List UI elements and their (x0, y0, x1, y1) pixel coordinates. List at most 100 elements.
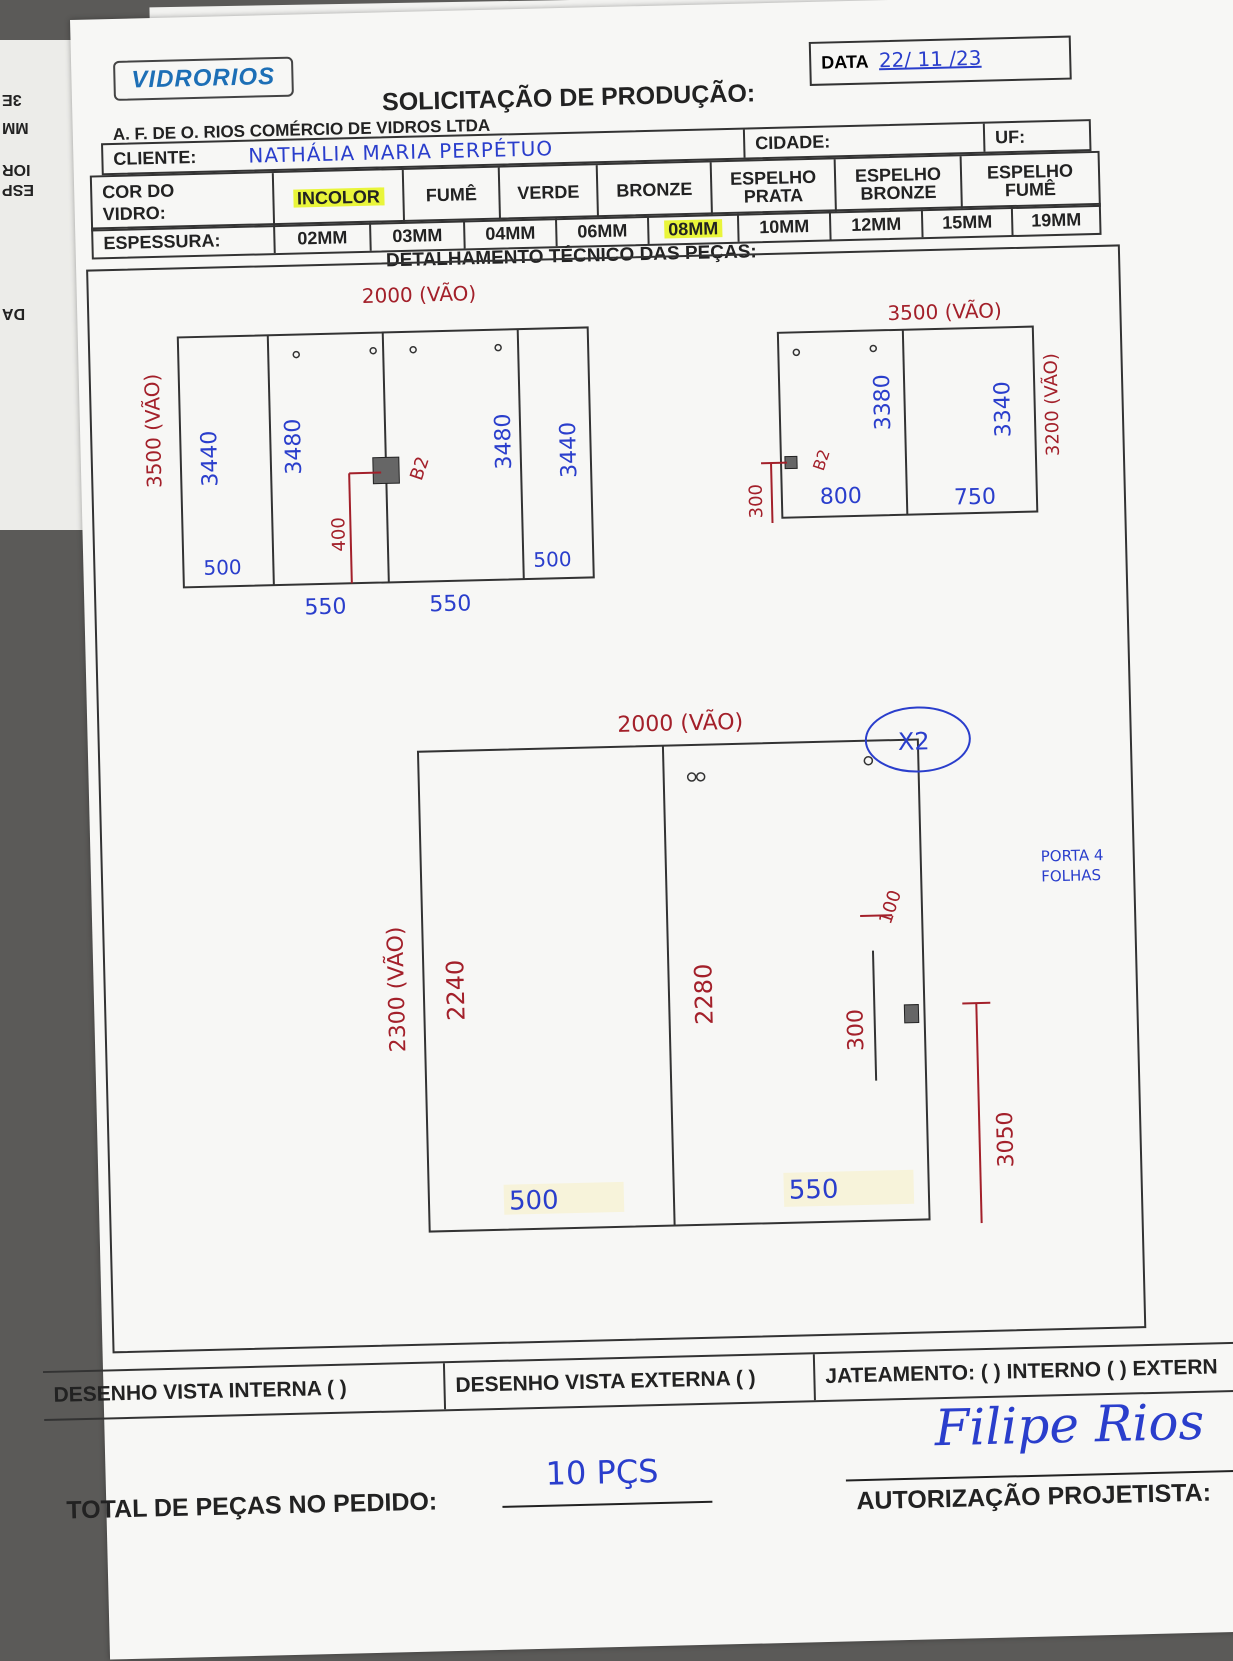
date-box: DATA 22/ 11 /23 (808, 35, 1072, 86)
total-pieces-value: 10 PÇS (545, 1452, 659, 1493)
authorization-label: AUTORIZAÇÃO PROJETISTA: (856, 1478, 1212, 1516)
sketch3-side: 2300 (VÃO) (381, 926, 411, 1052)
sketch3-top: 2000 (VÃO) (617, 708, 743, 738)
dimension-line (860, 914, 893, 917)
date-label: DATA (821, 51, 869, 73)
sketch2-side: 3200 (VÃO) (1039, 353, 1064, 456)
sketch2-w2: 750 (954, 485, 997, 511)
sketch1-side: 3500 (VÃO) (140, 373, 167, 488)
multiplier-circle (864, 706, 971, 773)
client-label: CLIENTE: (113, 146, 197, 169)
color-option-bronze[interactable]: BRONZE (595, 162, 711, 218)
uf-label: UF: (994, 126, 1026, 148)
color-option-espelho-bronze[interactable]: ESPELHO BRONZE (833, 156, 961, 212)
option-external-view[interactable]: DESENHO VISTA EXTERNA ( ) (442, 1354, 814, 1410)
sketch3-h2: 2280 (689, 963, 718, 1025)
color-option-espelho-prata[interactable]: ESPELHO PRATA (709, 159, 835, 215)
sketch1-w1: 500 (203, 555, 242, 580)
sketch3-m3: 3050 (993, 1111, 1019, 1168)
designer-signature: Filipe Rios (933, 1392, 1205, 1458)
dimension-line (962, 1001, 991, 1005)
drill-hole (695, 772, 706, 782)
sketch1-handle-offset: 400 (328, 517, 350, 552)
thickness-08mm[interactable]: 08MM (646, 213, 738, 244)
drill-hole (369, 346, 377, 355)
edge-text: MM (2, 119, 29, 136)
dimension-line (349, 471, 382, 475)
thickness-15mm[interactable]: 15MM (920, 207, 1012, 238)
sketch1-h4: 3440 (556, 422, 582, 479)
client-value: NATHÁLIA MARIA PERPÉTUO (248, 136, 554, 168)
sketch1-h2: 3480 (281, 418, 307, 475)
sketch1-w2: 550 (304, 594, 347, 620)
drill-hole (494, 343, 502, 352)
sketch1-h1: 3440 (197, 430, 223, 487)
sketch2-handle-offset: 300 (746, 484, 768, 519)
color-option-verde[interactable]: VERDE (497, 165, 597, 220)
production-request-sheet: VIDRORIOS DATA 22/ 11 /23 SOLICITAÇÃO DE… (43, 0, 1233, 1660)
dimension-line (871, 950, 878, 1081)
sketch2-w1: 800 (820, 484, 863, 510)
page-title: SOLICITAÇÃO DE PRODUÇÃO: (381, 79, 756, 117)
sketch-3: 2000 (VÃO) X2 2300 (VÃO) 2240 2280 100 3… (381, 706, 1019, 1233)
dimension-line (975, 1003, 983, 1224)
company-logo: VIDRORIOS (113, 56, 294, 101)
sketch3-w1: 500 (509, 1185, 559, 1216)
city-field: CIDADE: (742, 123, 984, 158)
drill-hole (292, 350, 300, 359)
sketch1-w3: 550 (429, 591, 472, 617)
sketch1-divider (516, 329, 525, 580)
thickness-10mm[interactable]: 10MM (736, 211, 830, 242)
sketch-1: 2000 (VÃO) 3500 (VÃO) 3440 3480 3480 344… (140, 281, 595, 620)
thickness-06mm[interactable]: 06MM (554, 215, 648, 247)
sketch1-h3: 3480 (491, 413, 517, 470)
thickness-02mm[interactable]: 02MM (273, 222, 370, 254)
sketch2-divider (901, 329, 909, 515)
uf-field: UF: (982, 121, 1090, 152)
label-tape (783, 1169, 915, 1207)
sketch2-top: 3500 (VÃO) (887, 298, 1002, 325)
sketch1-divider (266, 335, 275, 586)
color-label: COR DO VIDRO: (101, 180, 175, 225)
sketch3-frame (416, 738, 931, 1233)
dimension-line (761, 461, 788, 465)
sketch2-h1: 3380 (870, 374, 896, 431)
drill-hole (792, 348, 801, 357)
label-tape (503, 1181, 625, 1215)
color-option-incolor[interactable]: INCOLOR (271, 169, 404, 226)
sketch2-frame (776, 325, 1039, 519)
sketch2-h2: 3340 (990, 381, 1016, 438)
sketch1-top: 2000 (VÃO) (362, 281, 477, 308)
sketch2-handle: B2 (809, 447, 834, 473)
thickness-label: ESPESSURA: (103, 230, 221, 254)
edge-text: ESP (2, 181, 35, 198)
total-pieces-line (502, 1500, 713, 1508)
city-label: CIDADE: (754, 131, 831, 154)
sketch1-w4: 500 (533, 547, 572, 572)
sketch3-m2: 300 (843, 1009, 869, 1052)
sketch3-h1: 2240 (441, 959, 470, 1021)
thickness-03mm[interactable]: 03MM (369, 220, 464, 251)
handle-mark (903, 1004, 920, 1024)
thickness-19mm[interactable]: 19MM (1010, 204, 1100, 236)
dimension-line (770, 462, 774, 524)
door-note: PORTA 4 FOLHAS (1040, 846, 1104, 886)
thickness-04mm[interactable]: 04MM (463, 218, 556, 249)
option-internal-view[interactable]: DESENHO VISTA INTERNA ( ) (53, 1376, 348, 1407)
sketch3-m1: 100 (875, 888, 906, 927)
total-pieces-label: TOTAL DE PEÇAS NO PEDIDO: (66, 1487, 438, 1525)
edge-text: IOR (2, 161, 31, 178)
color-option-fume[interactable]: FUMÊ (401, 167, 500, 222)
edge-text: 3E (2, 91, 22, 108)
option-sandblasting[interactable]: JATEAMENTO: ( ) INTERNO ( ) EXTERN (812, 1341, 1233, 1401)
thickness-12mm[interactable]: 12MM (828, 209, 922, 240)
edge-text: DA (2, 305, 26, 322)
color-option-espelho-fume[interactable]: ESPELHO FUMÊ (959, 152, 1099, 209)
sketch1-handle: B2 (406, 454, 433, 483)
drill-hole (869, 344, 878, 353)
date-value: 22/ 11 /23 (878, 45, 982, 73)
dimension-line (348, 473, 353, 584)
drill-hole (409, 345, 417, 354)
drill-hole (686, 772, 697, 782)
sketch-2: 3500 (VÃO) 3200 (VÃO) 3380 3340 300 B2 8… (746, 298, 1064, 524)
